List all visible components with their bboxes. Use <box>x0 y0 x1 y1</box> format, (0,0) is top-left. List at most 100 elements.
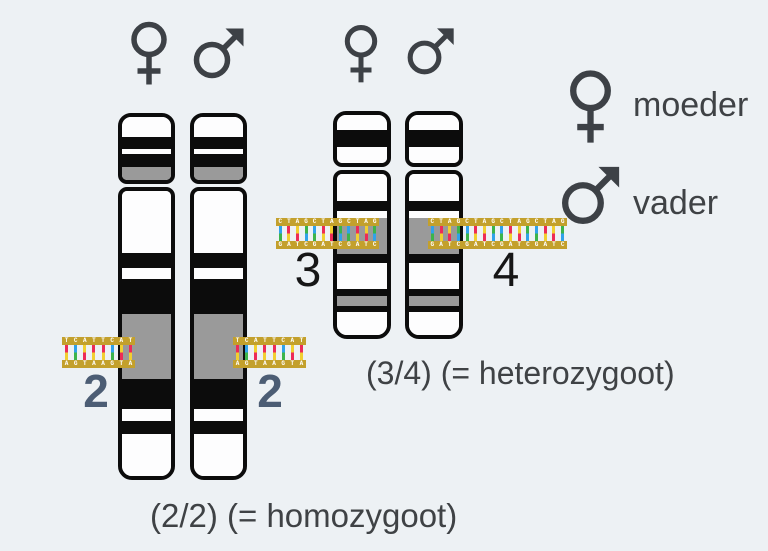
base-pair-cell <box>126 345 135 360</box>
chromosome-band-gray <box>337 296 387 306</box>
base-letter: A <box>254 337 258 344</box>
base-letter: T <box>364 241 368 248</box>
base-letter: C <box>110 337 114 344</box>
chromosome-band-black <box>194 137 243 149</box>
base-letter: T <box>439 218 443 225</box>
base-letter: C <box>73 337 78 344</box>
base-letter: G <box>281 360 285 367</box>
base-pair-cell <box>463 226 472 241</box>
base-pair-cell <box>319 226 328 241</box>
base-pair-cell <box>336 226 345 241</box>
base-letter: T <box>295 241 300 248</box>
base-letter: T <box>473 218 478 225</box>
base-pair-bar <box>474 226 478 241</box>
base-pair-cell <box>89 345 98 360</box>
base-letter: G <box>456 218 461 225</box>
female-icon <box>344 25 378 83</box>
base-letter: C <box>430 218 435 225</box>
chromosome-q-arm <box>190 187 247 480</box>
base-pair-cell <box>108 345 117 360</box>
base-pair-bar <box>263 345 267 360</box>
base-pair-bar <box>364 226 368 241</box>
chromosome-band-black <box>337 306 387 312</box>
chromosome-band-black <box>194 253 243 268</box>
base-letter: G <box>304 218 308 225</box>
base-letter: C <box>278 218 283 225</box>
base-pair-cell <box>353 226 362 241</box>
base-letter: C <box>491 241 495 248</box>
chromosome-band-black <box>409 130 459 147</box>
heterozygote-caption: (3/4) (= heterozygoot) <box>366 355 675 391</box>
base-pair-cell <box>99 345 108 360</box>
base-letter: T <box>254 360 258 367</box>
base-pair-bar <box>330 226 334 241</box>
base-pair-cell <box>471 226 480 241</box>
base-pair-cell <box>498 226 507 241</box>
base-letter: A <box>83 337 87 344</box>
base-letter: T <box>508 218 513 225</box>
base-pair-bar <box>430 226 434 241</box>
base-pair-bar <box>561 226 565 241</box>
legend-father-label: vader <box>633 184 719 222</box>
base-pair-bar <box>245 345 249 360</box>
base-pair-bar <box>128 345 132 360</box>
base-letter: A <box>439 241 443 248</box>
base-pair-cell <box>71 345 80 360</box>
base-letter: A <box>508 241 513 248</box>
base-letter: G <box>430 241 435 248</box>
base-letter: T <box>272 337 276 344</box>
chromosome-band-white <box>409 263 459 289</box>
base-letter: C <box>534 218 539 225</box>
base-letter: A <box>235 360 240 367</box>
base-letter: A <box>128 360 133 367</box>
base-pair-bar <box>552 226 556 241</box>
base-pair-cell <box>288 345 297 360</box>
base-letter: A <box>355 241 360 248</box>
chromosome-band-gray <box>409 296 459 306</box>
base-pair-cell <box>251 345 260 360</box>
base-pair-cell <box>117 345 126 360</box>
base-pair-cell <box>524 226 533 241</box>
chromosome-band-white <box>337 147 387 163</box>
base-pair-cell <box>270 345 279 360</box>
base-letter: C <box>456 241 461 248</box>
chromosome-q-arm <box>333 170 391 339</box>
chromosome-band-white <box>337 312 387 335</box>
chromosome-band-white <box>194 409 243 421</box>
base-letter: G <box>278 241 283 248</box>
chromosome-band-black <box>122 253 171 268</box>
base-letter: C <box>560 241 565 248</box>
base-pair-row <box>428 226 567 241</box>
base-letter: T <box>101 337 105 344</box>
chromosome-band-black <box>194 154 243 167</box>
base-letter: C <box>244 337 249 344</box>
chromosome-band-black <box>409 289 459 296</box>
base-letter: A <box>64 360 69 367</box>
base-letter: G <box>500 241 504 248</box>
base-pair-bar <box>456 226 460 241</box>
base-pair-row <box>276 226 379 241</box>
base-letter: T <box>355 218 360 225</box>
base-pair-bar <box>482 226 486 241</box>
chromosome-band-black <box>409 306 459 312</box>
base-pair-bar <box>535 226 539 241</box>
base-letter: T <box>329 241 334 248</box>
base-letter: A <box>329 218 334 225</box>
chromosome-band-white <box>337 174 387 201</box>
chromosome-band-white <box>337 263 387 289</box>
female-legend-icon <box>570 70 611 143</box>
base-pair-bar <box>290 345 294 360</box>
base-letter: T <box>543 218 548 225</box>
base-pair-bar <box>101 345 105 360</box>
base-letter: G <box>347 241 351 248</box>
base-letter: A <box>263 360 267 367</box>
allele-label-2-left: 2 <box>83 365 109 417</box>
chromosome-band-white <box>409 211 459 218</box>
base-letter: T <box>321 218 325 225</box>
chromosome-allele2-paternal <box>190 113 247 480</box>
base-pair-bar <box>465 226 469 241</box>
